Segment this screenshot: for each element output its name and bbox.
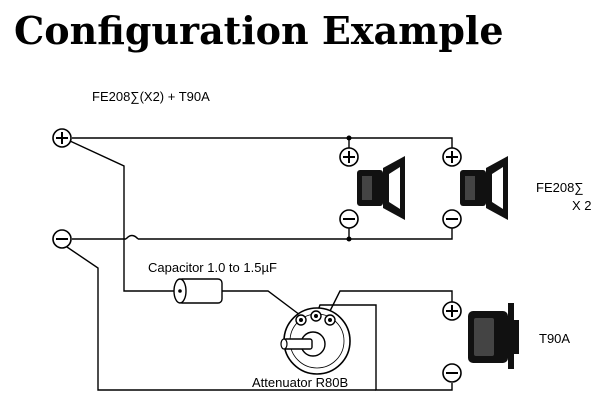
page-title: Configuration Example bbox=[14, 8, 504, 53]
junction-dot bbox=[346, 135, 352, 141]
attenuator-to-tweeter-plus-wire bbox=[327, 290, 453, 316]
tweeter-icon bbox=[468, 303, 519, 369]
wire-crossover-hop bbox=[125, 234, 139, 240]
fe208-label-line1: FE208∑ bbox=[536, 180, 584, 195]
woofer-2 bbox=[442, 147, 508, 229]
attenuator-label: Attenuator R80B bbox=[252, 375, 348, 390]
woofer2-plus-terminal bbox=[442, 147, 462, 167]
top-label: FE208∑(X2) + T90A bbox=[92, 89, 210, 104]
capacitor-feed-wire bbox=[69, 140, 178, 292]
capacitor-icon bbox=[173, 278, 223, 304]
attenuator-knob-icon bbox=[280, 307, 351, 375]
positive-rail-wire bbox=[72, 137, 453, 157]
input-negative-terminal bbox=[52, 229, 72, 249]
tweeter-minus-terminal bbox=[442, 363, 462, 383]
woofer2-minus-terminal bbox=[442, 209, 462, 229]
speaker-icon bbox=[460, 156, 508, 220]
capacitor-to-attenuator-wire bbox=[222, 290, 301, 316]
tweeter bbox=[442, 301, 519, 383]
negative-rail-right bbox=[138, 219, 453, 240]
junction-dot bbox=[346, 236, 352, 242]
negative-return-wire bbox=[63, 244, 376, 391]
input-positive-terminal bbox=[52, 128, 72, 148]
woofer1-minus-terminal bbox=[339, 209, 359, 229]
attenuator-to-tweeter-minus-wire bbox=[315, 304, 453, 391]
tweeter-label: T90A bbox=[539, 331, 570, 346]
capacitor-label: Capacitor 1.0 to 1.5µF bbox=[148, 260, 277, 275]
fe208-label-line2: X 2 bbox=[572, 198, 592, 213]
woofer-1 bbox=[339, 147, 405, 229]
woofer1-plus-terminal bbox=[339, 147, 359, 167]
speaker-icon bbox=[357, 156, 405, 220]
tweeter-plus-terminal bbox=[442, 301, 462, 321]
